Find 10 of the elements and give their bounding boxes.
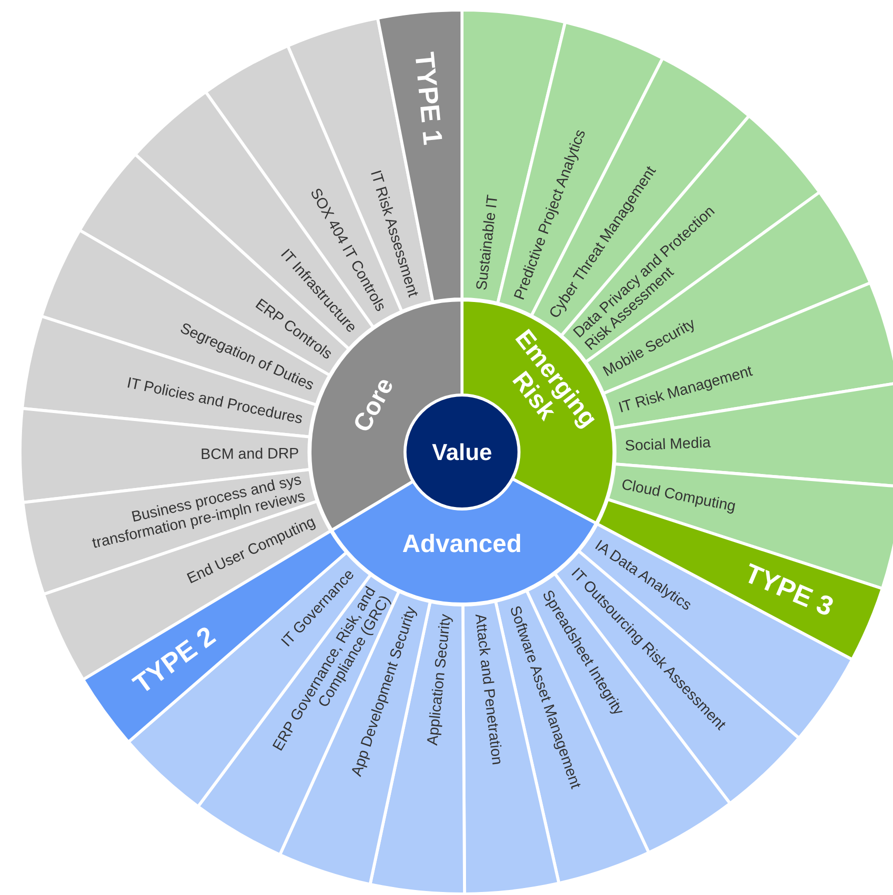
topic-label: Application Security [424,613,454,746]
type-label: TYPE 3 [740,558,838,624]
topic-label: Sustainable IT [472,194,501,292]
center-label: Value [432,438,492,466]
topic-label: BCM and DRP [200,444,300,463]
category-label: Advanced [402,530,522,558]
topic-label: Social Media [624,434,712,454]
type-label: TYPE 1 [408,50,448,146]
topic-label: Attack and Penetration [472,613,506,766]
category-label: Core [348,373,400,437]
